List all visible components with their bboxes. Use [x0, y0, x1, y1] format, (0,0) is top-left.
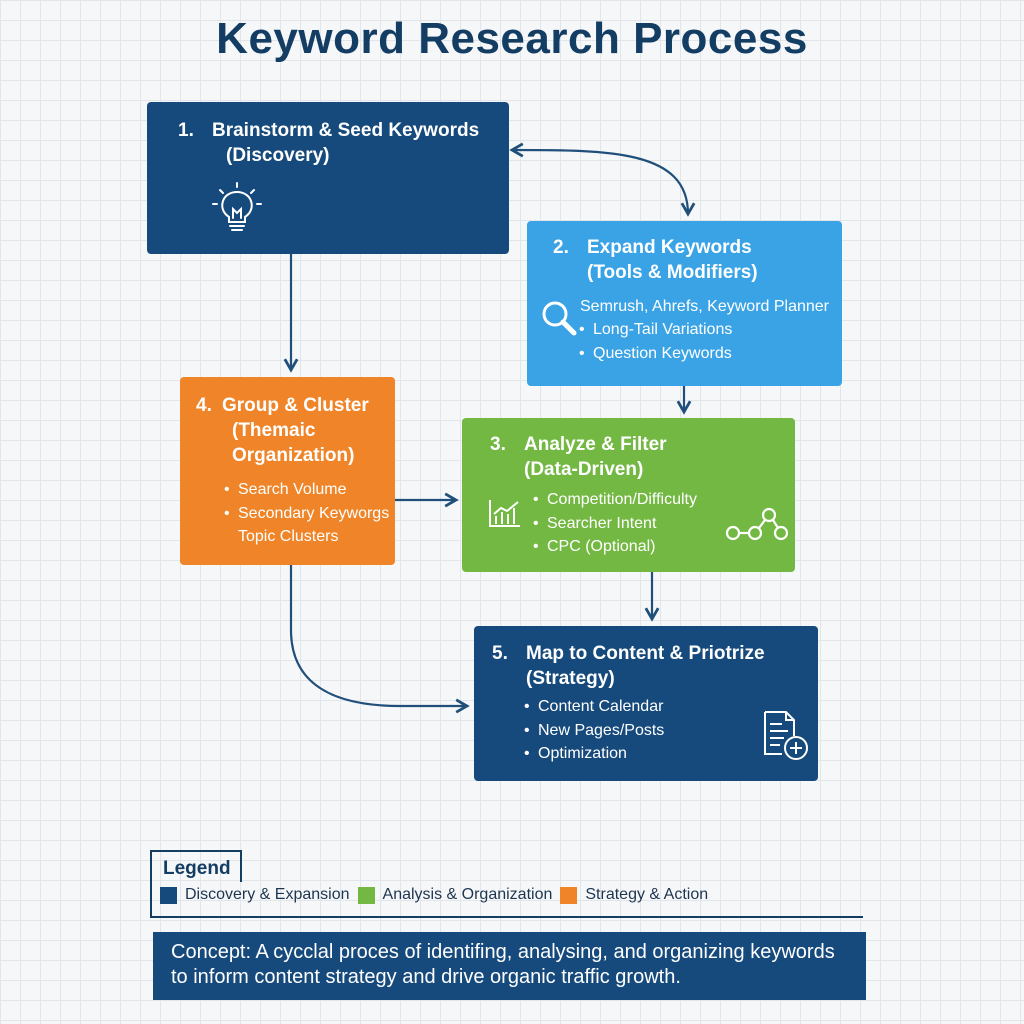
step2-title: Expand Keywords	[587, 237, 752, 258]
step4-heading: 4. Group & Cluster (Themaic Organization)	[196, 393, 369, 468]
legend: Discovery & Expansion Analysis & Organiz…	[160, 886, 716, 904]
legend-item: Discovery & Expansion	[160, 886, 350, 904]
step4-subtitle-line1: (Themaic	[232, 420, 316, 441]
step2-heading: 2. Expand Keywords (Tools & Modifiers)	[553, 235, 758, 285]
bar-chart-icon	[489, 500, 520, 527]
list-item: Search Volume	[224, 478, 389, 502]
legend-label: Strategy & Action	[585, 886, 709, 903]
list-item: Competition/Difficulty	[533, 488, 697, 512]
step4-number: 4.	[196, 395, 212, 416]
list-item: Long-Tail Variations	[579, 318, 732, 342]
step3-bullets: Competition/Difficulty Searcher Intent C…	[533, 488, 697, 559]
arrow-step1-step2	[509, 142, 696, 217]
step5-heading: 5. Map to Content & Priotrize (Strategy)	[492, 641, 765, 691]
legend-title: Legend	[150, 850, 242, 882]
legend-item: Strategy & Action	[560, 886, 708, 904]
document-add-icon	[764, 711, 808, 760]
legend-swatch	[160, 886, 177, 904]
step2-tools: Semrush, Ahrefs, Keyword Planner	[580, 298, 830, 315]
step2-number: 2.	[553, 237, 569, 258]
step4-bullets: Search Volume Secondary Keyworgs Topic C…	[224, 478, 389, 549]
step3-number: 3.	[490, 434, 506, 455]
list-item: Content Calendar	[524, 695, 664, 719]
step5-box[interactable]: 5.Map to Content & Priotrize (Strategy) …	[474, 626, 818, 781]
legend-label: Discovery & Expansion	[185, 886, 350, 903]
step5-title: Map to Content & Priotrize	[526, 643, 765, 664]
list-item: Optimization	[524, 742, 664, 766]
list-item: CPC (Optional)	[533, 535, 697, 559]
legend-divider	[150, 916, 863, 918]
lightbulb-icon	[212, 182, 262, 231]
step4-subtitle-line2: Organization)	[232, 445, 355, 466]
step1-subtitle: (Discovery)	[226, 145, 330, 166]
legend-frame	[150, 880, 152, 918]
step4-box[interactable]: 4. Group & Cluster (Themaic Organization)…	[180, 377, 395, 565]
step4-title: Group & Cluster	[222, 395, 369, 416]
legend-label: Analysis & Organization	[382, 886, 553, 903]
legend-swatch	[357, 886, 375, 904]
step5-number: 5.	[492, 643, 508, 664]
arrow-step4-step5	[289, 565, 470, 714]
network-nodes-icon	[725, 507, 789, 541]
step3-title: Analyze & Filter	[524, 434, 667, 455]
step1-box[interactable]: 1. Brainstorm & Seed Keywords (Discovery)	[147, 102, 509, 254]
step1-heading: 1. Brainstorm & Seed Keywords (Discovery)	[178, 118, 479, 168]
step3-box[interactable]: 3. Analyze & Filter (Data-Driven) Competi…	[462, 418, 795, 572]
step1-number: 1.	[178, 120, 194, 141]
step2-box[interactable]: 2. Expand Keywords (Tools & Modifiers) Se…	[527, 221, 842, 386]
magnifier-icon	[542, 301, 577, 336]
list-item: Question Keywords	[579, 342, 732, 366]
step3-subtitle: (Data-Driven)	[524, 459, 644, 480]
concept-banner: Concept: A cycclal proces of identifing,…	[153, 932, 866, 1000]
step3-heading: 3. Analyze & Filter (Data-Driven)	[490, 432, 667, 482]
list-item: Searcher Intent	[533, 512, 697, 536]
step2-subtitle: (Tools & Modifiers)	[587, 262, 758, 283]
list-item: Secondary Keyworgs	[224, 502, 389, 526]
list-item: New Pages/Posts	[524, 719, 664, 743]
step2-bullets: Long-Tail Variations Question Keywords	[579, 318, 732, 365]
legend-swatch	[560, 886, 578, 904]
step1-title: Brainstorm & Seed Keywords	[212, 120, 480, 141]
list-item: Topic Clusters	[238, 528, 339, 545]
step5-subtitle: (Strategy)	[526, 668, 615, 689]
legend-item: Analysis & Organization	[357, 886, 553, 904]
step5-bullets: Content Calendar New Pages/Posts Optimiz…	[524, 695, 664, 766]
page-title: Keyword Research Process	[216, 14, 808, 63]
